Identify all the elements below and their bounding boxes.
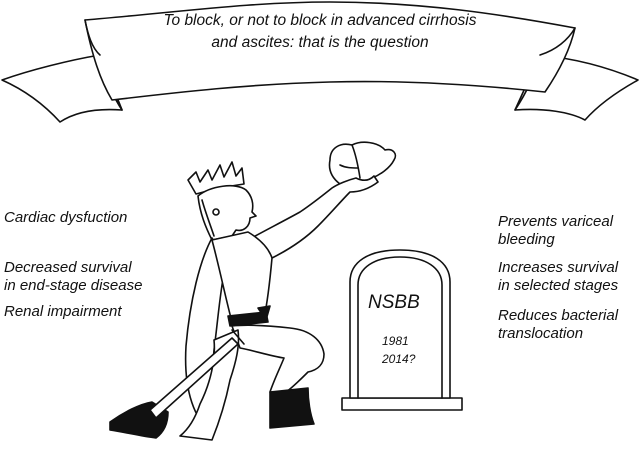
- tombstone-title: NSBB: [368, 292, 420, 313]
- tombstone-base: [341, 397, 463, 411]
- right-effect-variceal-line-1: Prevents variceal: [498, 213, 614, 230]
- tombstone-slab: [349, 249, 451, 399]
- raised-arm: [247, 175, 379, 259]
- left-effect-renal: Renal impairment: [4, 303, 122, 320]
- liver-icon: [328, 141, 397, 187]
- banner-title-line-1: To block, or not to block in advanced ci…: [163, 12, 477, 29]
- right-effect-bacterial-line-1: Reduces bacterial: [498, 307, 619, 324]
- banner-title-line-2: and ascites: that is the question: [211, 34, 429, 51]
- banner-main: [84, 1, 576, 101]
- banner-ribbon: [1, 1, 639, 123]
- right-effect-bacterial-line-2: translocation: [498, 325, 584, 342]
- tombstone: [341, 249, 463, 411]
- front-leg: [231, 324, 325, 393]
- front-boot: [269, 387, 315, 429]
- king-figure: [109, 161, 379, 441]
- right-effect-survival-line-2: in selected stages: [498, 277, 619, 294]
- banner-left-tail: [1, 54, 123, 123]
- sword: [149, 337, 239, 419]
- left-effect-survival-line-1: Decreased survival: [4, 259, 132, 276]
- tombstone-year-end: 2014?: [382, 352, 416, 366]
- left-effect-survival-line-2: in end-stage disease: [4, 277, 143, 294]
- tombstone-year-start: 1981: [382, 334, 409, 348]
- right-effect-survival-line-1: Increases survival: [498, 259, 619, 276]
- right-effect-variceal-line-2: bleeding: [498, 231, 555, 248]
- left-effect-cardiac: Cardiac dysfuction: [4, 209, 128, 226]
- head: [197, 184, 257, 241]
- belt: [227, 311, 269, 327]
- torso: [211, 231, 273, 323]
